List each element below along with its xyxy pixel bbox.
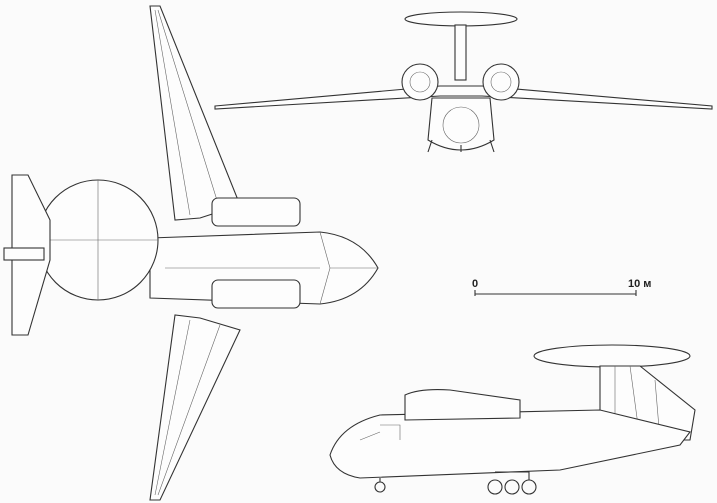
engine-nacelle-upper — [211, 197, 301, 227]
engine-nacelle-side — [404, 389, 521, 421]
upper-wing — [149, 5, 241, 221]
scale-start-label: 0 — [472, 278, 479, 290]
rotodome-pylon — [454, 24, 467, 81]
engine-nacelle-lower — [211, 279, 301, 309]
front-view — [214, 11, 713, 153]
rotodome-front — [404, 11, 518, 27]
scale-end-label: 10 м — [628, 278, 652, 290]
top-view — [3, 5, 379, 501]
scale-bar — [474, 290, 637, 296]
side-view — [329, 344, 696, 495]
right-engine-front — [482, 63, 520, 101]
left-engine-front — [401, 63, 439, 101]
landing-gear — [374, 471, 537, 495]
fuselage-side — [329, 409, 691, 479]
front-wing — [214, 85, 713, 110]
lower-wing — [149, 314, 241, 501]
rotodome-side — [533, 344, 691, 368]
fuselage-front — [427, 97, 495, 151]
